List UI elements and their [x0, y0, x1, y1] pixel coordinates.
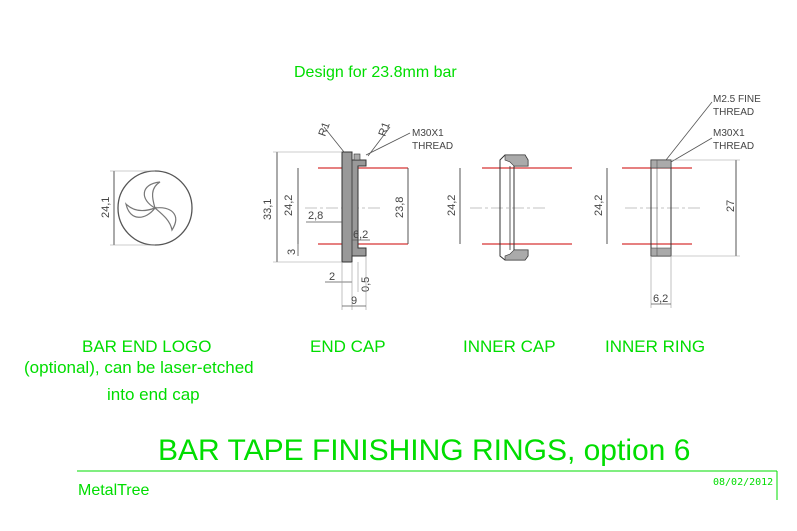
end-cap-length-dim: 9 [351, 295, 357, 307]
author: MetalTree [78, 482, 150, 499]
ring-inner-dim: 24,2 [593, 195, 605, 216]
end-cap-thread-line1: M30X1 [412, 128, 444, 139]
caption-logo-3: into end cap [107, 385, 200, 404]
logo-dia-label: 24,1 [100, 197, 112, 218]
inner-cap-view: 24,2 [446, 154, 572, 261]
caption-logo-1: BAR END LOGO [82, 337, 212, 356]
inner-ring-view: M2.5 FINE THREAD M30X1 THREAD 24,2 27 6,… [593, 94, 761, 308]
end-cap-inner-dim: 24,2 [283, 195, 295, 216]
inner-cap-dia-dim: 24,2 [446, 195, 458, 216]
date: 08/02/2012 [713, 477, 774, 488]
ring-fine-line2: THREAD [713, 107, 754, 118]
caption-logo-2: (optional), can be laser-etched [24, 358, 254, 377]
end-cap-outer-dim: 33,1 [262, 199, 274, 220]
ring-thread-line2: THREAD [713, 141, 754, 152]
end-cap-step-dim: 3 [286, 249, 298, 255]
end-cap-bar-dim: 23,8 [394, 197, 406, 218]
end-cap-thread-line2: THREAD [412, 141, 453, 152]
drawing-title: BAR TAPE FINISHING RINGS, option 6 [158, 434, 691, 467]
end-cap-wall-dim: 2,8 [308, 210, 323, 222]
end-cap-lip-dim: 6,2 [353, 229, 368, 241]
ring-outer-dim: 27 [725, 200, 737, 212]
caption-end-cap: END CAP [310, 337, 386, 356]
end-cap-view: R1 R1 M30X1 THREAD 33,1 24,2 23,8 2,8 6,… [262, 121, 453, 310]
end-cap-radius-right: R1 [377, 121, 393, 138]
end-cap-flange-dim: 2 [329, 271, 335, 283]
logo-swirl-icon [124, 181, 177, 232]
ring-thread-line1: M30X1 [713, 128, 745, 139]
bar-end-logo-view: 24,1 [100, 170, 193, 246]
ring-fine-line1: M2.5 FINE [713, 94, 761, 105]
caption-inner-ring: INNER RING [605, 337, 706, 356]
caption-inner-cap: INNER CAP [463, 337, 556, 356]
ring-length-dim: 6,2 [653, 293, 668, 305]
end-cap-radius-left: R1 [317, 121, 333, 138]
subtitle: Design for 23.8mm bar [294, 64, 457, 81]
